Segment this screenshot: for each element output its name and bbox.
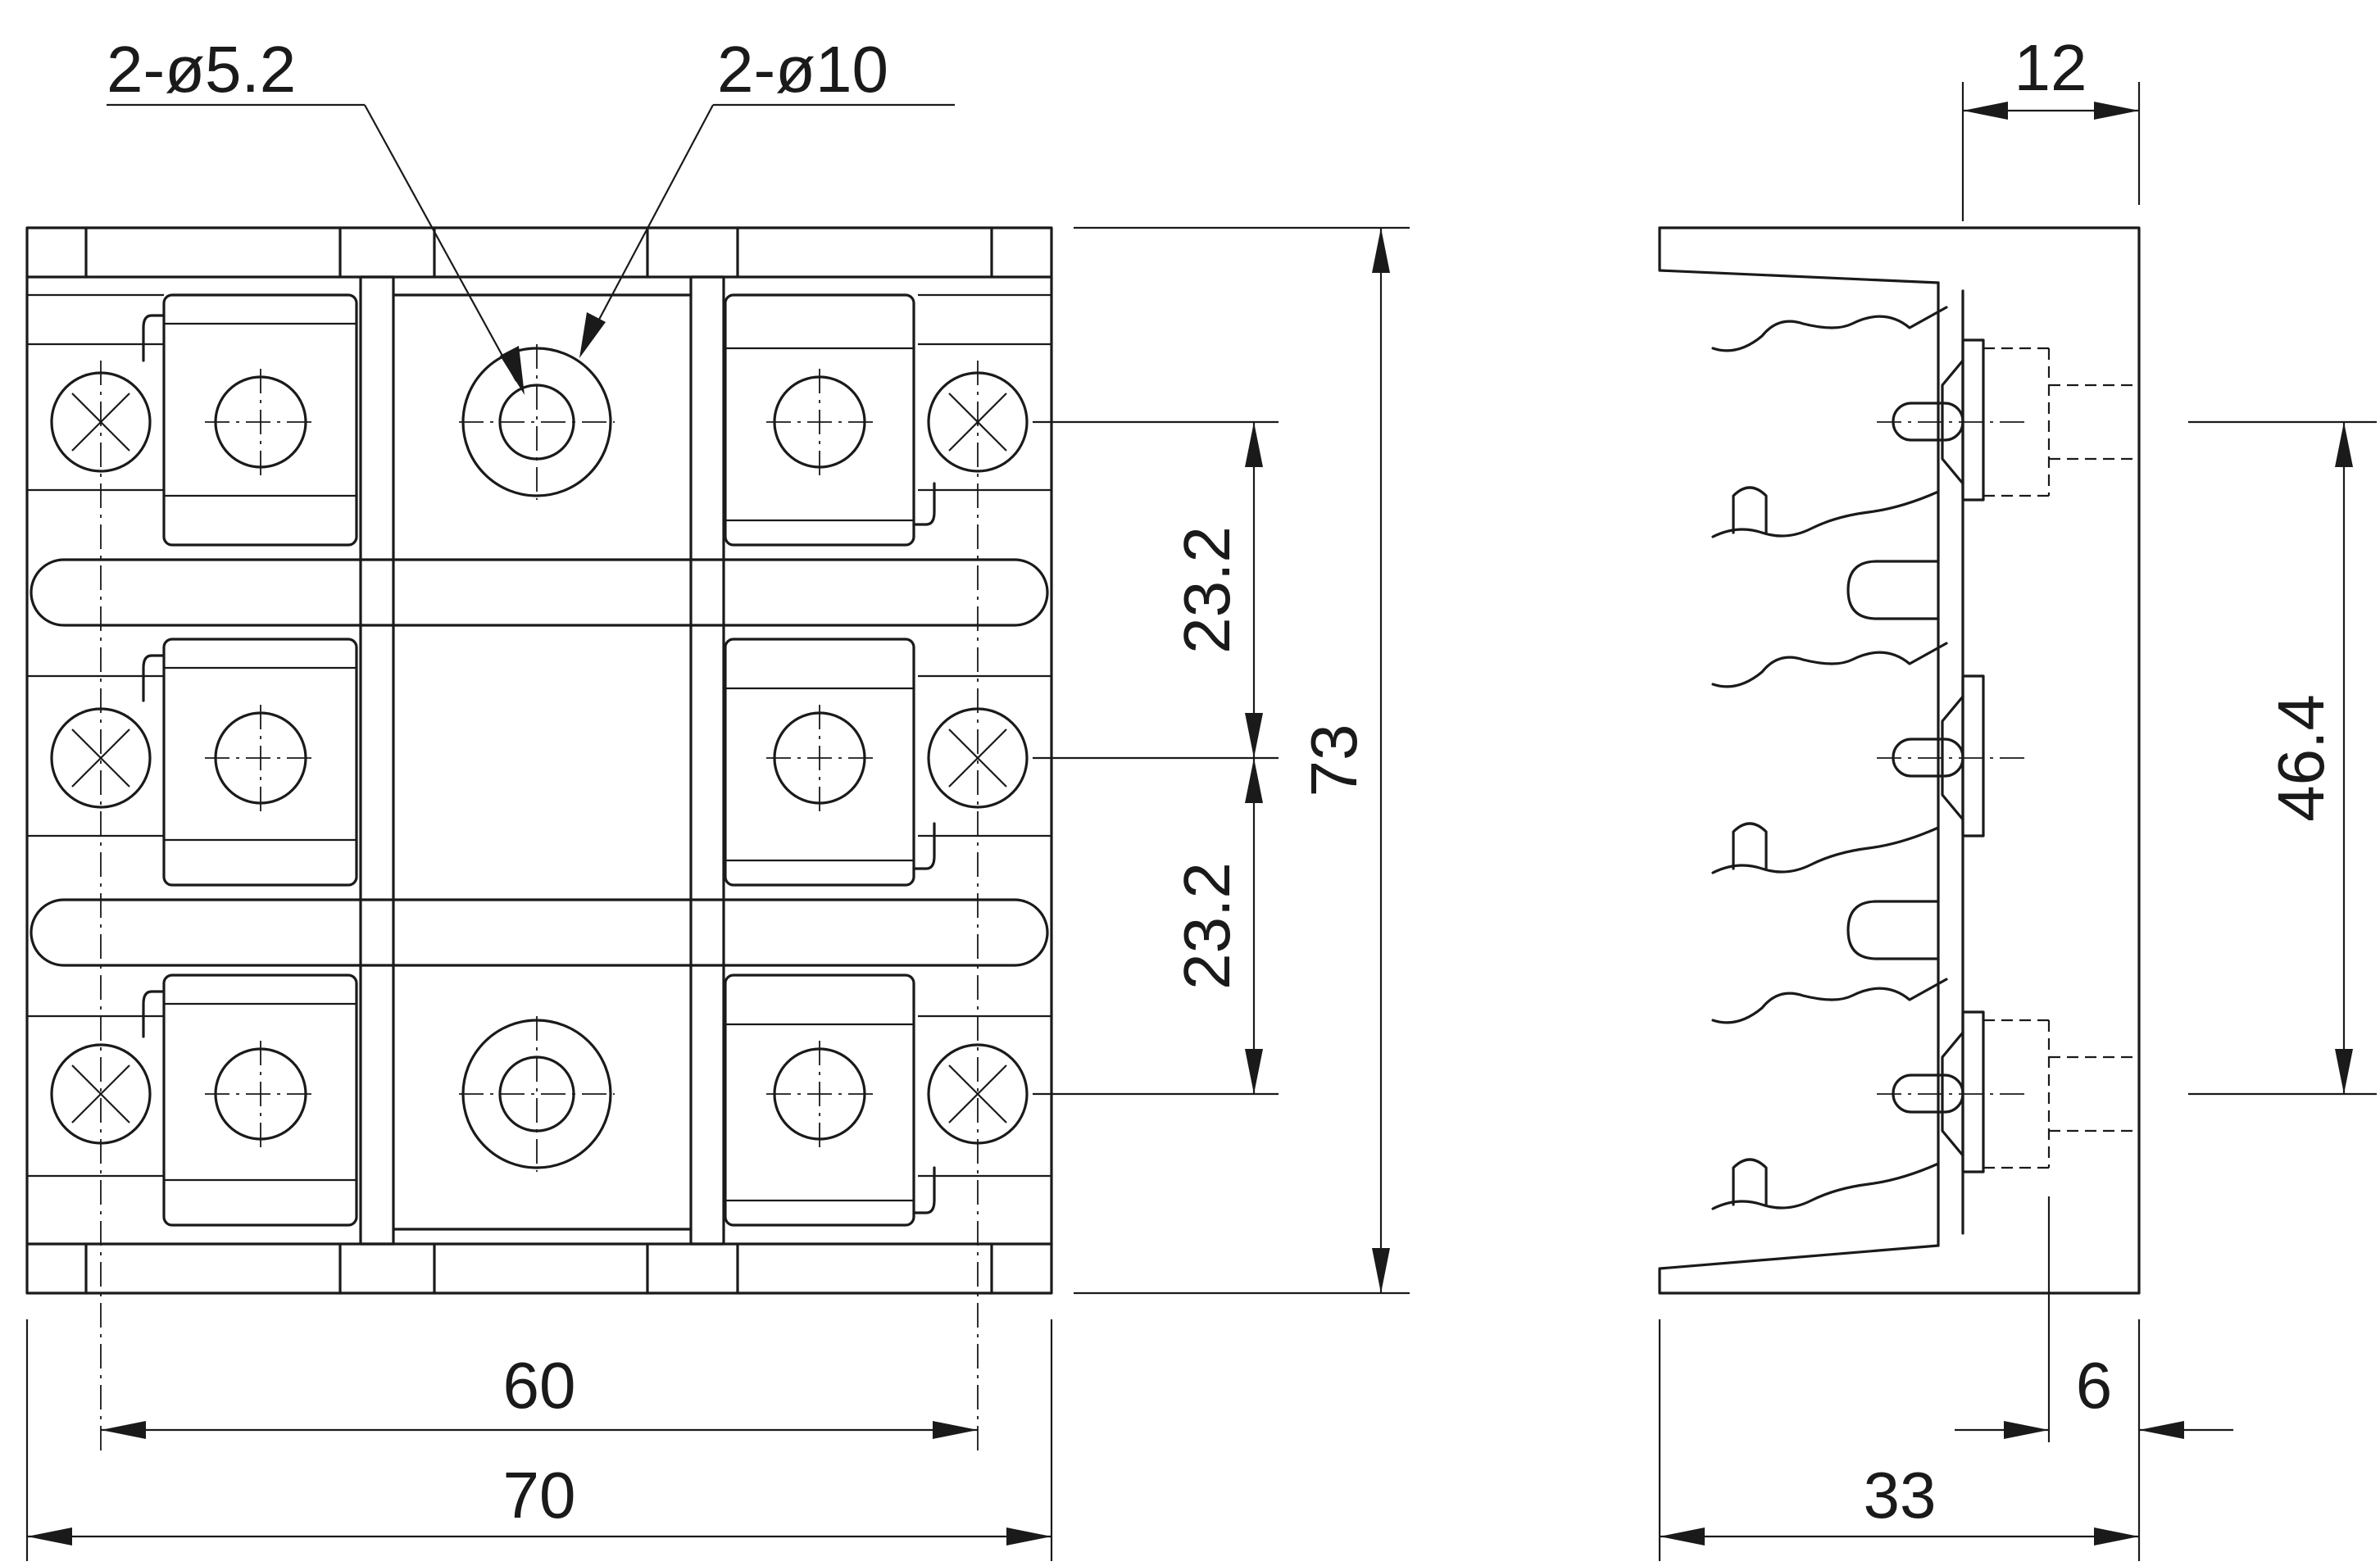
callout-large-hole-label: 2-ø10 [717,33,888,106]
dim-hole-pitch-label: 60 [503,1349,576,1422]
dimension-hole-pitch: 60 [101,1349,978,1439]
dimension-depth: 33 [1658,1319,2141,1561]
dim-depth-label: 33 [1864,1459,1937,1532]
dimension-outer-pitch: 46.4 [2188,420,2377,1096]
callout-small-hole-label: 2-ø5.2 [107,33,296,106]
terminal-row-1 [27,293,1051,547]
callout-small-hole: 2-ø5.2 [107,33,525,395]
side-terminal-2 [1711,642,1985,874]
dim-top-offset-label: 12 [2014,31,2087,104]
terminal-row-3 [27,974,1051,1227]
callout-large-hole: 2-ø10 [579,33,955,358]
side-view [1658,226,2141,1295]
dimension-width: 70 [25,1319,1053,1561]
dimension-height: 73 [1074,226,1410,1295]
dim-width-label: 70 [503,1459,576,1532]
dimension-screw-offset: 6 [1955,1196,2233,1442]
dim-height-label: 73 [1297,724,1370,797]
dim-outer-pitch-label: 46.4 [2264,694,2337,822]
dimension-terminal-pitch: 23.2 23.2 [1033,420,1279,1096]
side-terminal-1 [1711,306,2139,538]
dim-screw-offset-label: 6 [2076,1349,2113,1422]
terminal-row-2 [27,638,1051,887]
front-view [25,226,1053,1455]
dim-terminal-pitch-lower-label: 23.2 [1170,862,1243,990]
dim-terminal-pitch-upper-label: 23.2 [1170,526,1243,654]
dimension-top-offset: 12 [1961,31,2141,221]
